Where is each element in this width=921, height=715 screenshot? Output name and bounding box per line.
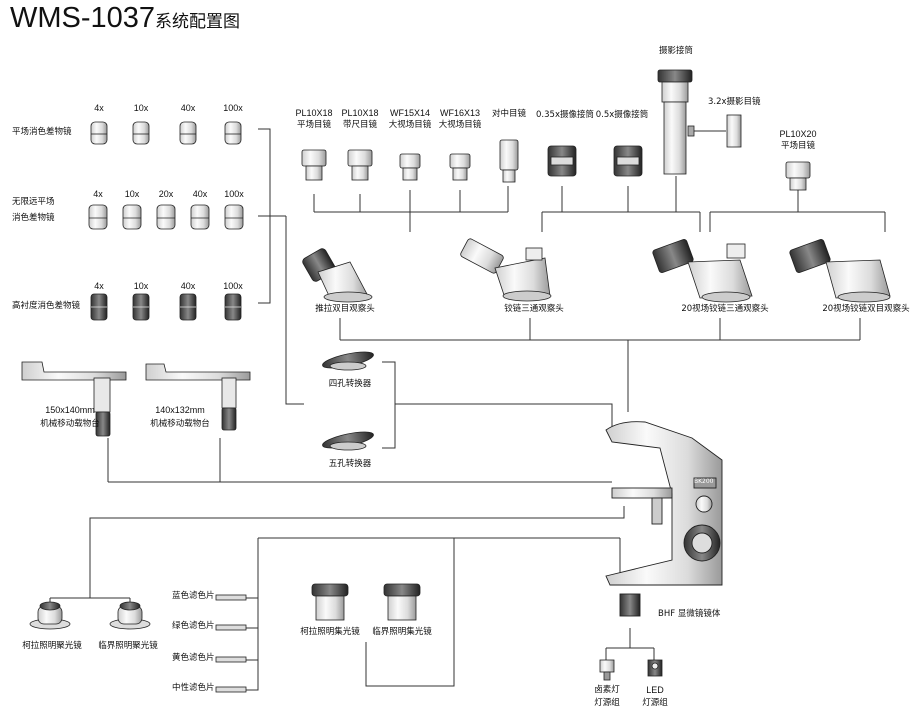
photo-tube-icon [657, 69, 742, 175]
collector-label: 柯拉照明集光镜 [300, 627, 360, 637]
mag-label: 40x [192, 189, 208, 199]
stage-size: 150x140mm [45, 405, 95, 415]
condenser-label: 柯拉照明聚光镜 [22, 641, 82, 651]
objectives-high-contrast [90, 293, 242, 321]
eyepiece-desc: 带尺目镜 [342, 120, 378, 130]
adapter-035-label: 0.35x摄像接筒 [536, 110, 594, 120]
condenser-left-icons [29, 601, 151, 630]
head-label: 20视场铰链三通观察头 [681, 304, 769, 314]
eyepiece-model: WF16X13 [439, 108, 481, 118]
observation-head-icons [302, 238, 891, 303]
objective-group-label-infinity-1: 无限远平场 [12, 197, 55, 207]
head-label: 20视场铰链双目观察头 [822, 304, 910, 314]
mag-label: 100x [224, 189, 244, 199]
objectives-plan-achromatic [90, 121, 242, 145]
mag-label: 40x [180, 281, 196, 291]
eyepiece-model: WF15X14 [389, 108, 431, 118]
mag-label: 40x [180, 103, 196, 113]
mag-label: 10x [124, 189, 140, 199]
stage-desc: 机械移动载物台 [40, 419, 100, 429]
filter-label: 黄色滤色片 [172, 653, 215, 663]
filter-label: 蓝色滤色片 [172, 591, 215, 601]
nosepiece-label: 五孔转换器 [328, 459, 372, 469]
mag-label: 100x [223, 281, 243, 291]
condenser-label: 临界照明聚光镜 [98, 641, 158, 651]
mag-label: 10x [133, 281, 149, 291]
microscope-body [605, 421, 723, 617]
lamp-label-2: 灯源组 [594, 698, 620, 708]
connector-lines [49, 128, 886, 691]
objectives-infinity-plan [88, 204, 244, 230]
trinocular-head-20fov [652, 239, 753, 303]
photo-tube-label: 摄影接筒 [658, 46, 694, 56]
stage-desc: 机械移动载物台 [150, 419, 210, 429]
eyepiece-desc: 大视场目镜 [438, 120, 482, 130]
mag-label: 10x [133, 103, 149, 113]
stage-size: 140x132mm [155, 405, 205, 415]
mag-label: 4x [93, 189, 103, 199]
body-badge: BK200 [694, 478, 714, 485]
mechanical-stage-icons [21, 361, 251, 437]
eyepiece-icons [301, 139, 519, 183]
mag-label: 100x [223, 103, 243, 113]
page-title: WMS-1037系统配置图 [10, 4, 240, 33]
lamp-icons [599, 659, 663, 681]
eyepiece-desc: 平场目镜 [296, 120, 332, 130]
collector-lens-icons [311, 583, 421, 621]
collector-label: 临界照明集光镜 [372, 627, 432, 637]
camera-adapter-icons [547, 145, 643, 177]
title-suffix: 系统配置图 [155, 12, 241, 32]
eyepiece-desc: 对中目镜 [491, 109, 527, 119]
photo-eyepiece-label: 3.2x摄影目镜 [708, 97, 761, 107]
filter-label: 中性滤色片 [172, 683, 215, 693]
eyepiece-model: PL10X18 [341, 108, 379, 118]
pl10x20-eyepiece-icon [785, 161, 811, 191]
filter-label: 绿色滤色片 [172, 621, 215, 631]
adapter-05-label: 0.5x摄像接筒 [595, 110, 649, 120]
head-label: 推拉双目观察头 [315, 304, 375, 314]
lamp-label-2: 灯源组 [642, 698, 668, 708]
nosepiece-icons [322, 351, 374, 451]
lamp-label-1: 卤素灯 [594, 685, 620, 695]
trinocular-head [460, 238, 552, 302]
lamp-label-1: LED [646, 685, 664, 695]
eyepiece-model: PL10X18 [295, 108, 333, 118]
body-label: BHF 显微镜镜体 [658, 609, 721, 619]
nosepiece-label: 四孔转换器 [328, 379, 372, 389]
eyepiece-desc: 大视场目镜 [388, 120, 432, 130]
mag-label: 20x [158, 189, 174, 199]
pl10x20-label: PL10X20 [779, 129, 817, 139]
objective-group-label-infinity-2: 消色差物镜 [12, 213, 55, 223]
filter-icons [215, 594, 247, 693]
objective-group-label-high-contrast: 高衬度消色差物镜 [12, 301, 81, 311]
mag-label: 4x [94, 103, 104, 113]
head-label: 铰链三通观察头 [504, 304, 564, 314]
pl10x20-desc: 平场目镜 [780, 141, 816, 151]
objective-group-label-plan: 平场消色差物镜 [12, 127, 72, 137]
binocular-head-20fov [789, 239, 891, 303]
binocular-head-push-pull [302, 248, 373, 303]
mag-label: 4x [94, 281, 104, 291]
title-model: WMS-1037 [10, 2, 156, 34]
